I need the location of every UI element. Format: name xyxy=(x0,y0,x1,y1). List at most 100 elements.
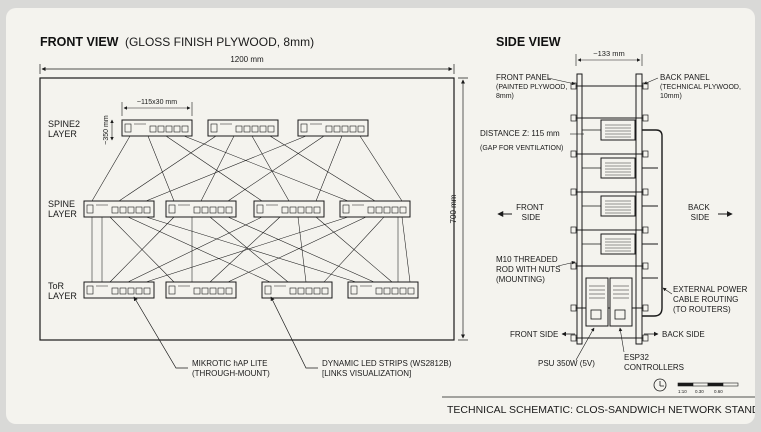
ethernet-port-icon xyxy=(399,206,407,214)
nut-icon xyxy=(570,188,577,196)
ethernet-port-icon xyxy=(193,287,201,295)
ethernet-port-icon xyxy=(243,125,251,133)
router-body xyxy=(253,200,325,218)
router-tor xyxy=(165,281,237,299)
ethernet-port-icon xyxy=(119,206,127,214)
router-body xyxy=(297,119,369,137)
ethernet-port-icon xyxy=(135,206,143,214)
distance-label: DISTANCE Z: 115 mm (GAP FOR VENTILATION) xyxy=(480,129,563,152)
router-body xyxy=(165,281,237,299)
tor-layer-label: ToR LAYER xyxy=(48,281,77,301)
ethernet-port-icon xyxy=(111,287,119,295)
threaded-rods xyxy=(570,82,649,342)
power-jack-icon xyxy=(350,285,358,295)
router-tor xyxy=(347,281,419,299)
router-body xyxy=(347,281,419,299)
side-depth-label: ~133 mm xyxy=(593,49,624,58)
psu-label: PSU 350W (5V) xyxy=(538,359,595,368)
ethernet-port-icon xyxy=(259,125,267,133)
ethernet-port-icon xyxy=(135,287,143,295)
router-spine2 xyxy=(121,119,193,137)
ethernet-port-icon xyxy=(201,287,209,295)
nut-icon xyxy=(642,150,649,158)
router-spine xyxy=(339,200,411,218)
link-spine2-spine xyxy=(315,135,343,202)
link-spine-tor xyxy=(227,216,375,283)
back-side-label: BACK SIDE xyxy=(688,203,712,222)
front-view-title: FRONT VIEW (GLOSS FINISH PLYWOOD, 8mm) xyxy=(40,35,314,49)
spine-layer-label: SPINE LAYER xyxy=(48,199,78,219)
link-spine-tor xyxy=(297,216,307,283)
side-routers xyxy=(582,119,636,255)
ethernet-port-icon xyxy=(297,287,305,295)
router-body xyxy=(339,200,411,218)
ethernet-port-icon xyxy=(357,125,365,133)
ethernet-port-icon xyxy=(289,287,297,295)
nut-icon xyxy=(642,304,649,312)
ethernet-port-icon xyxy=(391,206,399,214)
power-cable xyxy=(642,129,663,317)
ethernet-port-icon xyxy=(165,125,173,133)
side-router xyxy=(582,119,636,141)
clos-links xyxy=(91,135,411,283)
power-jack-icon xyxy=(168,285,176,295)
nut-icon xyxy=(642,262,649,270)
router-body xyxy=(121,119,193,137)
ethernet-port-icon xyxy=(235,125,243,133)
power-cable-branches xyxy=(642,167,658,279)
nut-icon xyxy=(642,334,649,342)
power-jack-icon xyxy=(210,123,218,133)
led-strips-callout: DYNAMIC LED STRIPS (WS2812B) [LINKS VISU… xyxy=(322,359,454,378)
ethernet-port-icon xyxy=(209,287,217,295)
ethernet-port-icon xyxy=(375,287,383,295)
power-cable-leader xyxy=(662,287,673,295)
front-panel-section xyxy=(576,73,583,345)
ethernet-port-icon xyxy=(407,287,415,295)
callout-leaders xyxy=(133,296,318,369)
ethernet-port-icon xyxy=(325,125,333,133)
link-spine2-spine xyxy=(118,135,217,202)
threaded-rod-label: M10 THREADED ROD WITH NUTS (MOUNTING) xyxy=(496,255,563,284)
front-height-label: 700 mm xyxy=(449,194,458,223)
router-spine2 xyxy=(297,119,369,137)
link-spine-tor xyxy=(127,216,263,283)
ethernet-port-icon xyxy=(225,206,233,214)
link-spine2-spine xyxy=(269,135,376,202)
esp32-box xyxy=(609,277,633,327)
switches xyxy=(83,119,419,299)
link-spine-tor xyxy=(323,216,385,283)
back-panel-leader xyxy=(643,77,659,85)
ethernet-port-icon xyxy=(289,206,297,214)
router-body xyxy=(207,119,279,137)
link-spine-tor xyxy=(209,216,281,283)
esp32-vents xyxy=(613,285,629,299)
link-spine2-spine xyxy=(165,135,263,202)
ethernet-port-icon xyxy=(341,125,349,133)
front-height-dimension xyxy=(458,77,468,341)
power-jack-icon xyxy=(342,204,350,214)
router-spine xyxy=(253,200,325,218)
ethernet-port-icon xyxy=(149,125,157,133)
ethernet-port-icon xyxy=(111,206,119,214)
ethernet-port-icon xyxy=(217,287,225,295)
esp32-label: ESP32 CONTROLLERS xyxy=(624,353,684,372)
power-jack-icon xyxy=(168,204,176,214)
nut-icon xyxy=(570,262,577,270)
ethernet-port-icon xyxy=(333,125,341,133)
link-spine-tor xyxy=(401,216,411,283)
nut-icon xyxy=(570,150,577,158)
north-compass-icon xyxy=(653,378,667,392)
link-spine2-spine xyxy=(359,135,403,202)
psu-box xyxy=(585,277,609,327)
router-body xyxy=(261,281,333,299)
back-panel-section xyxy=(635,73,643,345)
ethernet-port-icon xyxy=(367,206,375,214)
mikrotik-callout: MIKROTIC hAP LITE (THROUGH-MOUNT) xyxy=(192,359,270,378)
link-spine-tor xyxy=(227,216,367,283)
front-side-bottom-label: FRONT SIDE xyxy=(510,330,558,339)
threaded-rod-leader xyxy=(557,260,576,267)
scale-bar xyxy=(677,382,739,387)
link-spine-tor xyxy=(145,216,357,283)
power-jack-icon xyxy=(256,204,264,214)
ethernet-port-icon xyxy=(251,125,259,133)
